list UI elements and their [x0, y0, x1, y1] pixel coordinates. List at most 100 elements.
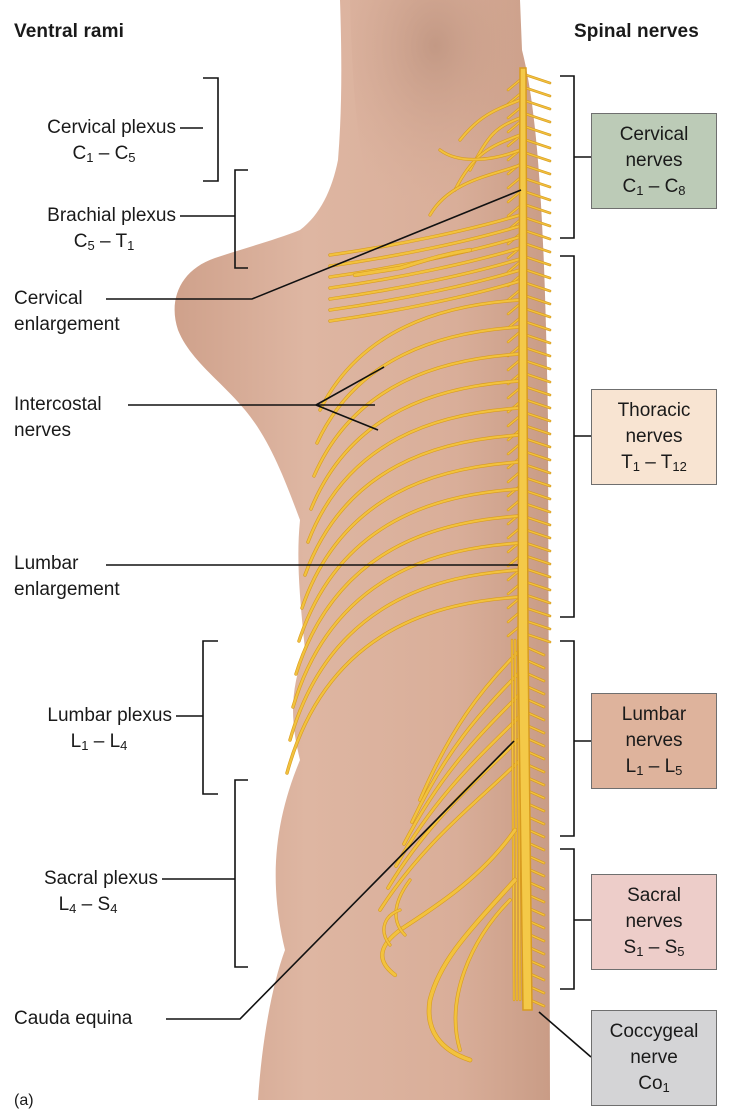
nerve-root-stub-fill	[525, 659, 545, 669]
cervical-plexus-label: Cervical plexus C1 – C5	[47, 117, 176, 165]
nerve-root-stub-fill	[525, 113, 551, 123]
nerve-root-stub-fill	[525, 399, 551, 409]
sacral-plexus-branch-fill	[382, 909, 401, 946]
intercostal-nerve-fill	[318, 298, 522, 412]
sacral-nerves-box: Sacral nerves S1 – S5	[591, 874, 717, 970]
nerve-root-stub-fill	[525, 230, 551, 240]
intercostal-nerve-fill	[291, 541, 522, 709]
nerve-root-stub-fill	[525, 308, 551, 318]
nerve-network	[285, 73, 552, 1063]
nerve-root-stub-fill	[525, 542, 551, 552]
nerve-root-stub-fill	[525, 451, 551, 461]
cauda-equina-strand-fill	[514, 639, 518, 1001]
nerve-root-stub-fill	[525, 126, 551, 136]
nerve-root-stub-fill	[525, 503, 551, 513]
nerve-root-stub-fill	[525, 646, 545, 656]
nerve-root-stub-fill	[525, 607, 551, 617]
nerve-root-stub-fill	[525, 217, 551, 227]
nerve-root-stub-fill	[525, 243, 551, 253]
nerve-root-stub-fill	[525, 568, 551, 578]
nerve-root-stub-fill	[525, 633, 551, 643]
nerve-root-stub-fill	[525, 412, 551, 422]
lumbar-nerves-box: Lumbar nerves L1 – L5	[591, 693, 717, 789]
cervical-plexus-branch-fill	[459, 99, 521, 141]
nerve-root-stub-fill	[507, 191, 521, 203]
lumbar-plexus-branch-fill	[418, 648, 522, 802]
brachial-plexus-branch-fill	[328, 268, 522, 312]
nerve-root-stub-fill	[525, 477, 551, 487]
intercostal-nerve-fill	[297, 487, 522, 643]
nerve-root-stub-fill	[525, 282, 551, 292]
lumbar-plexus-branch-fill	[378, 758, 522, 912]
nerve-root-stub-fill	[507, 121, 521, 133]
nerve-root-stub-fill	[525, 373, 551, 383]
nerve-root-stub-fill	[525, 139, 551, 149]
lumbar-plexus-label: Lumbar plexus L1 – L4	[47, 705, 172, 753]
nerve-root-stub-fill	[525, 334, 551, 344]
nerve-root-stub-fill	[525, 438, 551, 448]
nerve-root-stub-fill	[525, 581, 551, 591]
nerve-root-stub-fill	[525, 464, 551, 474]
lumbar-plexus-branch-fill	[402, 692, 522, 846]
right-leader-lines	[538, 75, 592, 1058]
spinal-cord	[517, 67, 533, 1011]
intercostal-nerve-fill	[294, 514, 522, 676]
coccygeal-nerve-box: Coccygeal nerve Co1	[591, 1010, 717, 1106]
brachial-plexus-branch-fill	[328, 224, 522, 268]
neck-shadow	[350, 0, 520, 230]
nerve-root-stub-fill	[525, 152, 551, 162]
lumbar-enlargement-label: Lumbar enlargement	[14, 553, 120, 600]
brachial-plexus-branch-fill	[328, 246, 522, 290]
cervical-plexus-branch-fill	[429, 164, 521, 216]
cervical-enlargement-label: Cervical enlargement	[14, 288, 120, 335]
intercostal-nerve-fill	[288, 568, 522, 742]
sacral-plexus-branch-fill	[454, 898, 512, 1052]
nerve-root-stub-fill	[525, 191, 551, 201]
spinal-nerves-header: Spinal nerves	[574, 21, 699, 42]
nerve-root-stub-fill	[507, 387, 521, 399]
nerve-root-stub-fill	[507, 261, 521, 273]
ventral-rami-header: Ventral rami	[14, 21, 124, 42]
sacral-plexus-branch-fill	[394, 879, 411, 936]
nerve-root-stub-fill	[525, 490, 551, 500]
lumbar-plexus-branch-fill	[410, 670, 522, 824]
nerve-root-stub-fill	[525, 178, 551, 188]
nerve-root-stub-fill	[525, 87, 551, 97]
brachial-plexus-branch-fill	[328, 257, 522, 301]
nerve-root-stub-fill	[525, 269, 551, 279]
panel-label: (a)	[14, 1092, 34, 1109]
left-leader-lines	[106, 77, 522, 1020]
nerve-root-stub-fill	[507, 303, 521, 315]
lumbar-plexus-branch-fill	[394, 714, 522, 868]
sciatic-nerve-fill	[427, 878, 517, 1062]
nerve-root-stub-fill	[525, 620, 551, 630]
intercostal-nerve-fill	[300, 460, 522, 610]
intercostal-nerve-fill	[312, 352, 522, 478]
nerve-root-stub-fill	[507, 359, 521, 371]
intercostal-nerve-fill	[303, 433, 522, 577]
nerve-root-stub-fill	[525, 321, 551, 331]
nerve-root-stub-fill	[525, 165, 551, 175]
brachial-plexus-branch-fill	[328, 279, 522, 323]
intercostal-nerve-fill	[306, 406, 522, 544]
intercostal-nerve-fill	[309, 379, 522, 511]
nerve-root-stub-fill	[525, 555, 551, 565]
nerve-root-stub-fill	[525, 256, 551, 266]
nerve-root-stub-fill	[525, 360, 551, 370]
nerve-root-stub-fill	[525, 204, 551, 214]
cauda-equina-strand-fill	[511, 639, 515, 1001]
nerve-root-stub-fill	[525, 100, 551, 110]
sacral-plexus-label: Sacral plexus L4 – S4	[43, 868, 158, 916]
nerve-root-stub-fill	[507, 177, 521, 189]
nerve-root-stub-fill	[507, 135, 521, 147]
nerve-root-stub-fill	[507, 415, 521, 427]
nerve-root-stub-fill	[507, 79, 521, 91]
intercostal-nerves-label: Intercostal nerves	[14, 394, 102, 441]
cervical-nerves-box: Cervical nerves C1 – C8	[591, 113, 717, 209]
nerve-root-stub-fill	[525, 295, 551, 305]
cervical-plexus-branch-fill	[439, 149, 521, 161]
nerve-root-stub-fill	[507, 331, 521, 343]
nerve-root-stub-fill	[507, 289, 521, 301]
